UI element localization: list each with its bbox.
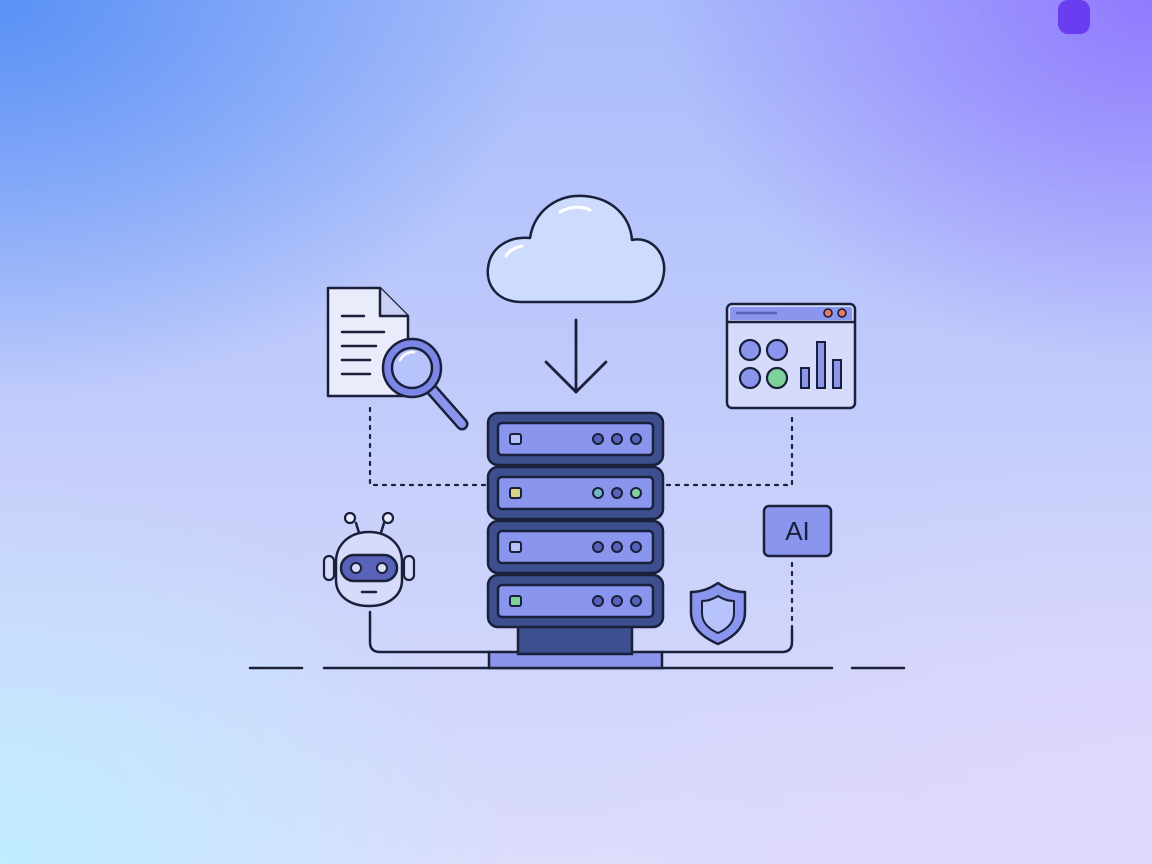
document-search-icon <box>326 286 469 431</box>
robot-icon <box>322 511 416 608</box>
server-unit <box>486 411 665 467</box>
corner-blob-decoration <box>1058 0 1090 34</box>
server-rack-icon <box>486 411 665 670</box>
dashboard-window-icon <box>725 302 857 410</box>
shield-icon <box>689 581 747 646</box>
server-unit <box>486 465 665 521</box>
ai-badge-label: AI <box>785 516 810 546</box>
dotted-connectors <box>368 406 794 632</box>
cloud-icon <box>486 194 666 304</box>
ai-badge-icon: AI <box>762 504 833 558</box>
download-arrow-icon <box>544 318 608 394</box>
solid-connectors <box>368 610 794 654</box>
server-unit <box>486 573 665 629</box>
server-unit <box>486 519 665 575</box>
